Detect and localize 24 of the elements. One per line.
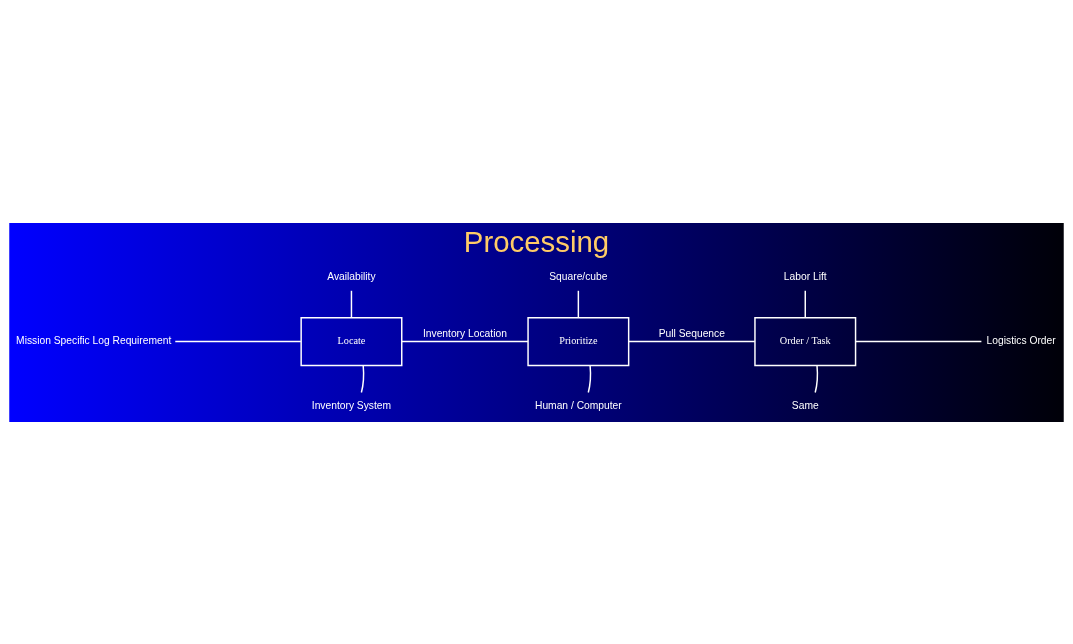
connector (587, 364, 592, 393)
node-box: Locate (300, 316, 403, 366)
connector (174, 340, 302, 342)
node-text: Mission Specific Log Requirement (16, 334, 172, 346)
connector (577, 289, 580, 318)
edge-label: Inventory Location (422, 327, 507, 339)
connector (628, 340, 756, 342)
connector (360, 364, 365, 393)
connector (814, 364, 819, 393)
node-text: Availability (327, 270, 376, 282)
edge-label: Pull Sequence (658, 327, 725, 339)
node-text: Labor Lift (783, 270, 827, 282)
node-box: Order / Task (754, 316, 857, 366)
node-text: Same (791, 399, 819, 411)
node-text: Square/cube (549, 270, 608, 282)
connector (350, 289, 353, 318)
node-box: Prioritize (527, 316, 630, 366)
connector (854, 340, 983, 342)
diagram-title: Processing (463, 224, 610, 258)
connector (401, 340, 529, 342)
node-text: Logistics Order (986, 334, 1056, 346)
node-text: Human / Computer (534, 399, 622, 411)
connector (804, 289, 806, 318)
node-text: Inventory System (311, 399, 392, 411)
